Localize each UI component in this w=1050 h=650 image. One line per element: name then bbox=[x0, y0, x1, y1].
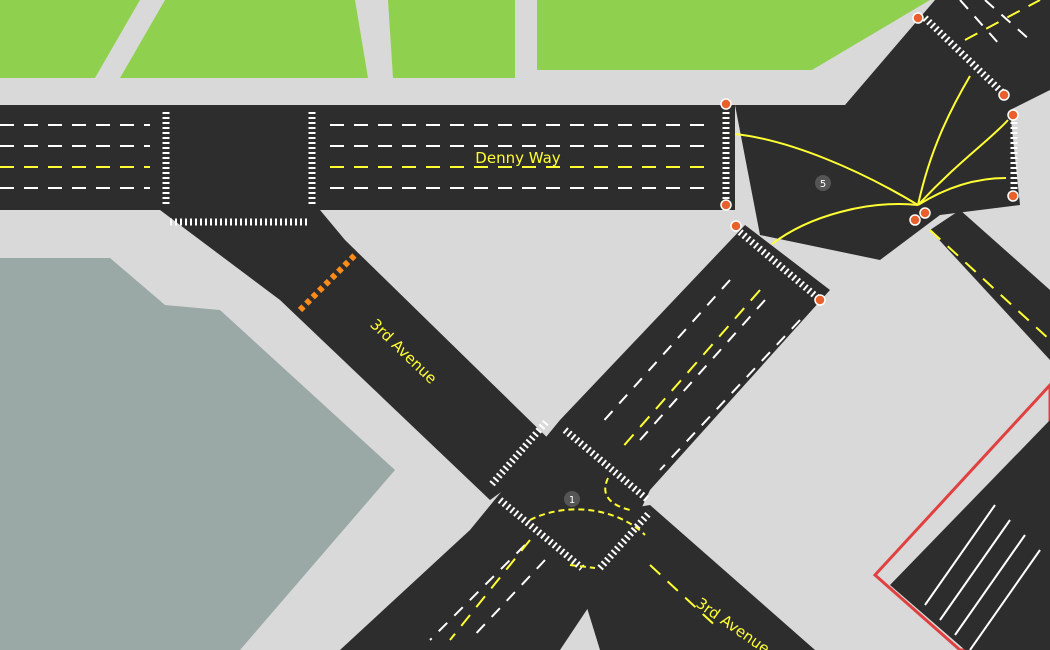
intersection-5-movement-arrows bbox=[734, 75, 1009, 245]
intersection-5-badge[interactable]: 5 bbox=[815, 175, 831, 191]
intersection-5-label: 5 bbox=[820, 179, 826, 190]
signal-icon bbox=[998, 89, 1010, 101]
signal-icon bbox=[720, 199, 732, 211]
signal-icon bbox=[909, 214, 921, 226]
intersection-1-label: 1 bbox=[569, 495, 575, 506]
traffic-signals bbox=[720, 12, 1019, 306]
third-avenue-center-line bbox=[449, 229, 1050, 641]
signal-icon bbox=[912, 12, 924, 24]
building-footprint bbox=[0, 258, 395, 650]
grass-area bbox=[0, 0, 930, 78]
signal-icon bbox=[1007, 190, 1019, 202]
parking-lot bbox=[872, 382, 1050, 650]
crosswalks bbox=[162, 15, 1018, 571]
street-label-denny-way: Denny Way bbox=[475, 149, 561, 167]
signal-icon bbox=[814, 294, 826, 306]
signal-icon bbox=[919, 207, 931, 219]
intersection-1-movement-arrows bbox=[529, 477, 646, 569]
signal-icon bbox=[720, 98, 732, 110]
denny-way-lane-lines bbox=[0, 124, 705, 189]
third-avenue-lane-lines bbox=[429, 279, 801, 641]
intersection-1-badge[interactable]: 1 bbox=[564, 491, 580, 507]
construction-barriers bbox=[297, 252, 358, 313]
ne-lane-lines bbox=[959, 0, 1031, 46]
signal-icon bbox=[1007, 109, 1019, 121]
signal-icon bbox=[730, 220, 742, 232]
